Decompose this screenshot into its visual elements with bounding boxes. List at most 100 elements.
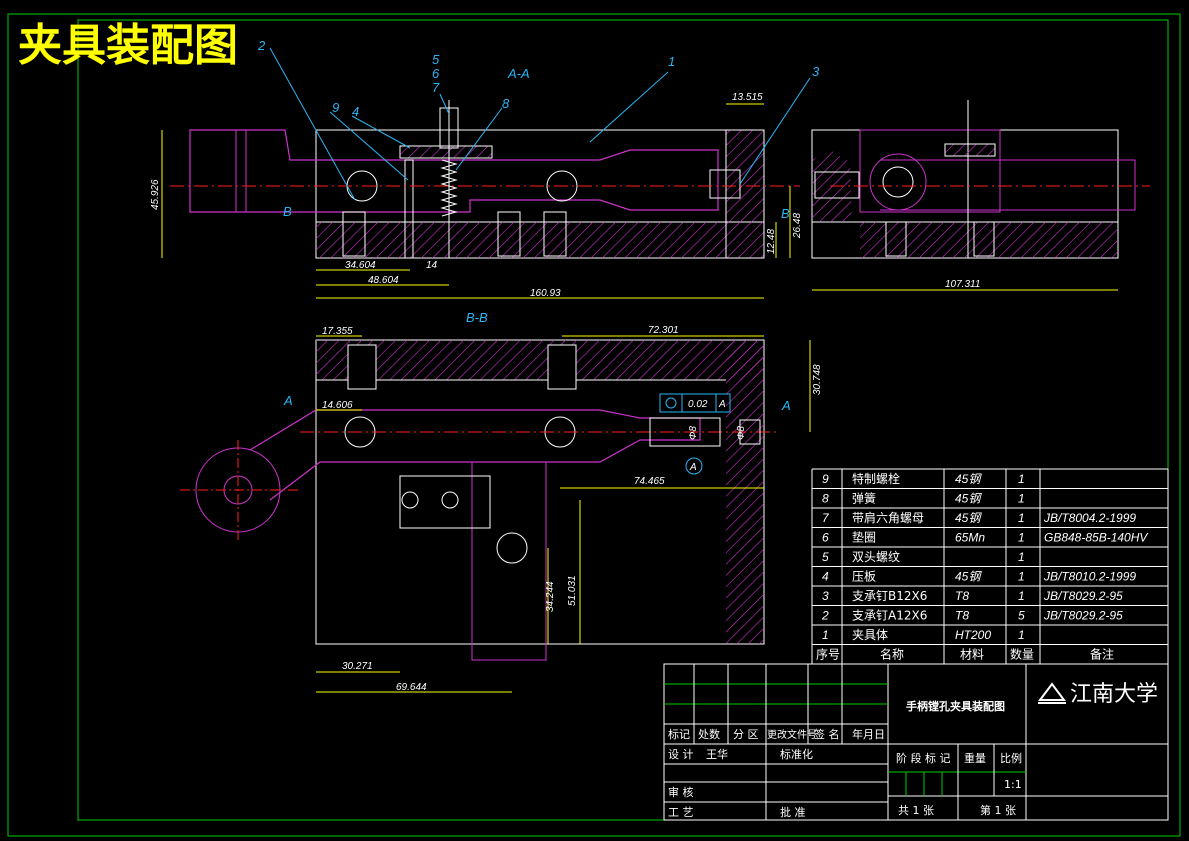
bom-row-no: 7 (822, 511, 830, 525)
bom-row-material: T8 (955, 609, 969, 623)
balloon-9: 9 (332, 100, 339, 115)
view-bb: B-B A A 0.02 A A (180, 310, 823, 693)
dim-2648: 26.48 (792, 213, 803, 239)
bom-row-remark: JB/T8010.2-1999 (1043, 570, 1136, 584)
bom-row-remark: JB/T8029.2-95 (1043, 609, 1123, 623)
tb-process: 工 艺 (668, 806, 694, 819)
bom-row-no: 6 (822, 531, 829, 545)
tb-sheet: 第 1 张 (980, 803, 1016, 817)
aa-workpiece (189, 129, 719, 213)
label-aa: A-A (507, 66, 530, 81)
bom-header-qty: 数量 (1010, 647, 1034, 662)
tolerance-datum: A (718, 399, 726, 410)
tb-sign: 签 名 (814, 727, 840, 741)
dim-14606: 14.606 (322, 400, 353, 411)
bom-row-qty: 1 (1018, 511, 1025, 525)
aa-hatch-wall (725, 129, 765, 259)
balloon-3: 3 (812, 64, 820, 79)
tb-scale: 比例 (1000, 751, 1022, 765)
bom-row-material: HT200 (955, 628, 991, 642)
bom-row-name: 夹具体 (852, 628, 888, 642)
dim-phi8a: Φ8 (688, 426, 699, 440)
bom-row-name: 弹簧 (852, 491, 876, 506)
balloon-7: 7 (432, 80, 440, 95)
balloon-4: 4 (352, 104, 359, 119)
dim-45926: 45.926 (150, 179, 161, 210)
aa-hatch-base (316, 222, 726, 258)
dim-34604: 34.604 (345, 260, 376, 271)
dim-72301: 72.301 (648, 325, 679, 336)
tb-count: 处数 (698, 728, 720, 741)
bom-row-no: 1 (822, 628, 829, 642)
dim-48604: 48.604 (368, 275, 399, 286)
label-bb: B-B (466, 310, 488, 325)
title-block: 手柄镗孔夹具装配图 江南大学 标记 处数 分 区 更改文件号 签 名 年月日 设… (663, 663, 1169, 821)
label-a-right: A (781, 398, 791, 413)
bom-row-qty: 1 (1018, 472, 1025, 486)
tb-approve: 批 准 (780, 805, 806, 819)
balloons: 2 9 4 5 6 7 8 1 3 (257, 38, 820, 201)
bom-row-qty: 1 (1018, 550, 1025, 564)
tb-weight: 重量 (964, 751, 986, 765)
dim-phi8b: Φ8 (736, 426, 747, 440)
datum-a: A (689, 462, 697, 473)
dim-1248: 12.48 (766, 229, 777, 254)
dim-107311: 107.311 (945, 279, 980, 290)
tb-review: 审 核 (668, 785, 694, 799)
bom-row-material: 65Mn (955, 531, 985, 545)
bom-row-qty: 1 (1018, 570, 1025, 584)
drawing-title: 夹具装配图 (18, 20, 238, 71)
tb-doc: 更改文件号 (767, 728, 817, 741)
bom-row-qty: 1 (1018, 589, 1025, 603)
dim-30271: 30.271 (342, 661, 373, 672)
balloon-2: 2 (257, 38, 266, 53)
tb-design: 设 计 (668, 748, 694, 761)
tb-total: 共 1 张 (898, 804, 934, 817)
bom-row-name: 带肩六角螺母 (852, 510, 924, 525)
tb-date: 年月日 (852, 727, 885, 741)
dim-69644: 69.644 (396, 682, 427, 693)
bom-row-name: 双头螺纹 (852, 550, 900, 564)
dim-51031: 51.031 (567, 575, 578, 606)
balloon-6: 6 (432, 66, 440, 81)
label-b-right: B (781, 206, 790, 221)
bom-row-qty: 1 (1018, 492, 1025, 506)
bom-row-no: 3 (822, 589, 829, 603)
balloon-1: 1 (668, 54, 675, 69)
bom-header-remark: 备注 (1090, 647, 1114, 662)
bom-row-material: 45钢 (955, 511, 982, 525)
dim-16093: 160.93 (530, 288, 561, 299)
balloon-5: 5 (432, 52, 440, 67)
dim-17355: 17.355 (322, 326, 353, 337)
dim-14: 14 (426, 260, 438, 271)
outer-border (7, 13, 1181, 837)
bom-row-remark: JB/T8029.2-95 (1043, 589, 1123, 603)
bom-row-material: 45钢 (955, 472, 982, 486)
bom-row-no: 9 (822, 472, 829, 486)
dim-30748: 30.748 (812, 364, 823, 395)
bom-row-qty: 5 (1018, 609, 1025, 623)
view-side: 107.311 (811, 100, 1150, 291)
bom-row-material: T8 (955, 589, 969, 603)
inner-border (77, 19, 1169, 821)
bom-header-no: 序号 (816, 647, 840, 662)
tb-standard: 标准化 (780, 747, 813, 761)
bom-row-remark: JB/T8004.2-1999 (1043, 511, 1136, 525)
tb-stage: 阶 段 标 记 (896, 751, 951, 765)
dim-74465: 74.465 (634, 476, 665, 487)
bom-row-name: 支承钉B12X6 (852, 589, 927, 603)
bom-row-qty: 1 (1018, 531, 1025, 545)
school-logo: 江南大学 (1038, 682, 1158, 707)
bom-row-name: 压板 (852, 570, 876, 584)
tolerance-value: 0.02 (688, 399, 708, 410)
bom-row-no: 2 (821, 609, 829, 623)
balloon-8: 8 (502, 96, 510, 111)
tolerance-frame (659, 393, 731, 413)
tb-drawing-name: 手柄镗孔夹具装配图 (906, 699, 1005, 713)
school-name: 江南大学 (1070, 682, 1158, 707)
bom-row-name: 垫圈 (852, 530, 876, 545)
label-b-left: B (283, 204, 292, 219)
tb-mark: 标记 (668, 727, 690, 741)
bom-header-material: 材料 (960, 648, 984, 662)
